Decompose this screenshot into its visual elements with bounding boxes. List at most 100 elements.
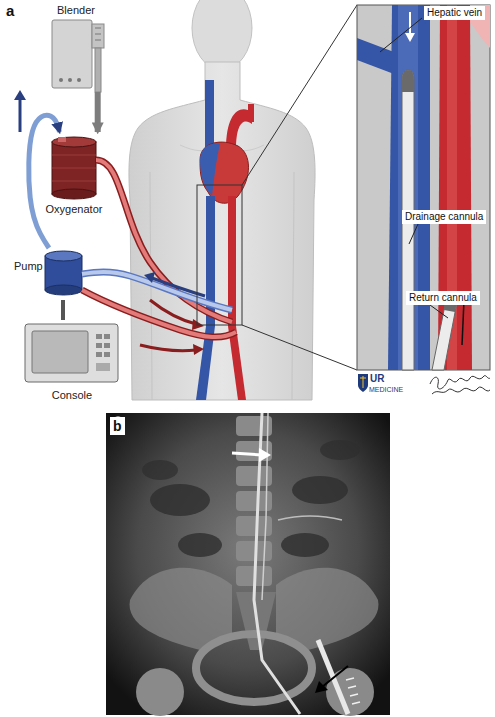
zoom-indicator bbox=[197, 185, 242, 325]
xray-image bbox=[196, 634, 312, 702]
console-device bbox=[96, 334, 102, 339]
xray-image bbox=[262, 413, 268, 600]
xray-image bbox=[254, 413, 300, 714]
leader-line bbox=[409, 224, 418, 244]
inset-vessels bbox=[357, 5, 490, 370]
xray-image bbox=[292, 476, 348, 504]
blender-box: Blender bbox=[45, 4, 107, 92]
heart-vessels bbox=[200, 142, 249, 203]
console-device bbox=[104, 352, 110, 357]
return-cannula bbox=[432, 300, 457, 370]
flow-arrow bbox=[409, 12, 411, 34]
console-device bbox=[104, 343, 110, 348]
blender-device bbox=[68, 78, 72, 82]
blender-device bbox=[77, 78, 81, 82]
xray-image bbox=[178, 533, 222, 557]
drainage-cannula bbox=[402, 70, 414, 92]
xray-image bbox=[236, 416, 272, 436]
node-label: Pump bbox=[14, 260, 43, 273]
console-device bbox=[96, 352, 102, 357]
panel-letter: a bbox=[6, 2, 14, 19]
heart-vessels bbox=[248, 104, 254, 122]
node-label: Blender bbox=[45, 4, 107, 17]
console-device bbox=[96, 343, 102, 348]
inset-vessels bbox=[388, 5, 430, 370]
pointer-arrow bbox=[259, 448, 271, 462]
blood-tubing bbox=[82, 290, 236, 337]
blender-device bbox=[52, 20, 92, 88]
console-device bbox=[25, 324, 118, 382]
leader-line bbox=[430, 305, 448, 318]
oxygenator-device bbox=[52, 142, 96, 194]
zoom-indicator bbox=[242, 325, 357, 370]
logo-shield bbox=[360, 376, 366, 388]
pump-device bbox=[45, 251, 82, 261]
blood-tubing bbox=[82, 160, 236, 337]
heart-vessels bbox=[196, 80, 254, 400]
blender-device bbox=[52, 20, 104, 92]
blender-device bbox=[95, 28, 101, 29]
support-pole bbox=[61, 300, 65, 320]
patient-silhouette bbox=[129, 62, 315, 400]
flow-arrow bbox=[462, 300, 464, 345]
xray-image bbox=[150, 484, 210, 516]
flow-arrow bbox=[19, 98, 22, 132]
logo-shield bbox=[358, 374, 368, 392]
node-label: Oxygenator bbox=[35, 203, 113, 216]
part-label: Hepatic vein bbox=[424, 6, 485, 20]
xray-image bbox=[106, 413, 390, 715]
blender-device bbox=[95, 40, 101, 41]
heart-vessels bbox=[200, 144, 220, 196]
xray-image bbox=[281, 533, 329, 557]
part-label: Return cannula bbox=[406, 291, 480, 305]
tubing-connector bbox=[95, 92, 101, 132]
console-device bbox=[96, 363, 110, 371]
blood-tubing bbox=[82, 290, 236, 337]
logo-text: UR bbox=[370, 373, 384, 385]
inset-vessels bbox=[357, 38, 394, 74]
patient-silhouette bbox=[292, 172, 294, 400]
xray-image bbox=[278, 516, 342, 520]
blender-device bbox=[59, 78, 63, 82]
patient-silhouette bbox=[192, 0, 252, 70]
inset-vessels bbox=[398, 5, 418, 370]
flow-arrow bbox=[14, 90, 205, 355]
console-device bbox=[32, 331, 88, 373]
flow-arrow bbox=[140, 345, 196, 351]
inset-vessels bbox=[357, 5, 490, 370]
tubing-connector bbox=[29, 115, 60, 248]
oxygenator-device bbox=[52, 189, 96, 199]
xray-image bbox=[106, 413, 390, 716]
panel-letter: b bbox=[110, 417, 125, 435]
zoom-indicator bbox=[197, 5, 357, 370]
flow-arrow bbox=[14, 90, 26, 100]
pointer-arrow bbox=[322, 666, 348, 687]
logo-text: MEDICINE bbox=[369, 385, 403, 394]
flow-arrow bbox=[405, 33, 415, 42]
oxygenator-device bbox=[52, 168, 96, 169]
pump-box: Pump bbox=[14, 248, 84, 300]
console-box: Console bbox=[22, 320, 122, 402]
flow-arrow bbox=[193, 344, 204, 355]
xray-image bbox=[320, 440, 360, 460]
flow-arrow bbox=[144, 272, 155, 283]
leader-line bbox=[380, 18, 422, 52]
pump-device bbox=[45, 251, 82, 295]
oxygenator-device bbox=[52, 155, 96, 156]
pointer-arrow bbox=[315, 681, 328, 693]
leader-line bbox=[380, 18, 448, 318]
oxygenator-device bbox=[58, 137, 66, 142]
blood-tubing bbox=[96, 160, 232, 322]
pointer-arrow bbox=[232, 448, 348, 693]
oxygenator-device bbox=[52, 137, 96, 199]
blood-tubing bbox=[96, 160, 232, 322]
blender-device bbox=[95, 48, 101, 92]
pointer-arrow bbox=[232, 453, 262, 455]
logo-shield bbox=[358, 374, 368, 392]
return-cannula bbox=[432, 300, 457, 370]
artist-signature bbox=[432, 387, 490, 394]
